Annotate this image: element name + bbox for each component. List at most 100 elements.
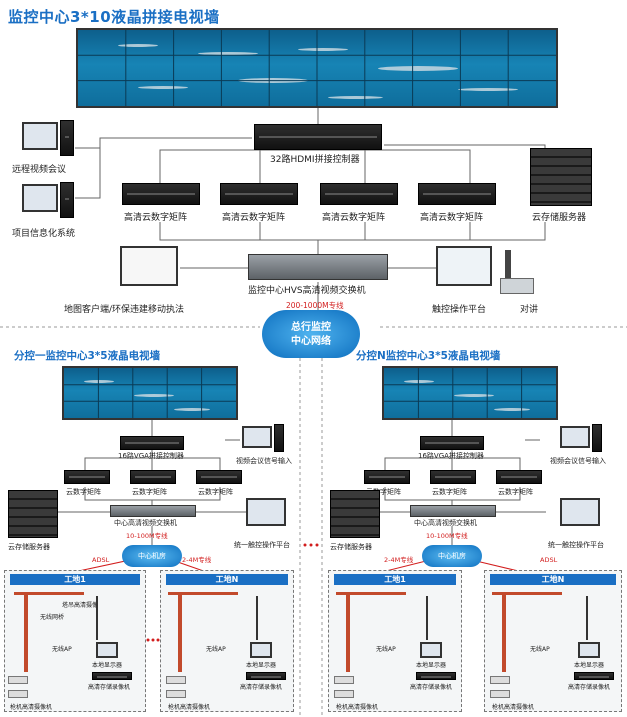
right-branch-title: 分控N监控中心3*5液晶电视墙 [356,350,501,362]
matrix-device [220,183,298,205]
left-platform-label: 统一触控操作平台 [234,541,290,549]
local-display-icon [250,642,272,658]
touch-platform-label: 触控操作平台 [432,305,487,315]
right-cloud-label: 中心机房 [438,552,466,560]
right-bandwidth-label: 10-100M专线 [426,532,468,540]
main-bandwidth-label: 200-1000M专线 [286,301,344,310]
matrix-label: 高清云数字矩阵 [322,213,386,223]
matrix-device [364,470,410,484]
pc-tower-icon [60,120,74,156]
matrix-device [130,470,176,484]
site-item-label: 高清存储录像机 [410,684,453,691]
site-item-label: 枪机高清摄像机 [168,704,211,711]
local-display-icon [420,642,442,658]
site-item-label: 塔吊高清摄像 [62,602,99,609]
touch-platform-monitor-icon [560,498,600,526]
right-video-conf-input-label: 视频会议信号输入 [550,457,606,465]
site-item-label: 高清存储录像机 [568,684,611,691]
site-item-label: 枪机高清摄像机 [336,704,379,711]
crane-arm-icon [14,592,84,595]
site-item-label: 本地显示器 [574,662,605,669]
cloud-storage-label: 云存储服务器 [532,213,587,223]
tower-crane-icon [24,592,28,672]
left-adsl-label: ADSL [92,556,110,564]
antenna-tower-icon [586,596,588,640]
gun-camera-icon [8,676,28,684]
map-client-label: 地图客户端/环保违建移动执法 [64,305,185,315]
matrix-device [122,183,200,205]
local-display-icon [578,642,600,658]
site-item-label: 无线AP [52,646,72,653]
remote-video-conf-label: 远程视频会议 [12,165,67,175]
network-cloud-line1: 总行监控 [291,322,331,333]
left-cloud-label: 中心机房 [138,552,166,560]
left-storage-label: 云存储服务器 [8,543,50,551]
crane-arm-icon [336,592,406,595]
right-line2-label: 2-4M专线 [384,556,414,564]
map-client-monitor-icon [120,246,178,286]
matrix-device [320,183,398,205]
recorder-device-icon [246,672,286,680]
right-platform-label: 统一触控操作平台 [548,541,604,549]
site-item-label: 无线AP [206,646,226,653]
site-item-label: 本地显示器 [416,662,447,669]
network-cloud-line2: 中心网络 [291,336,331,347]
matrix-label: 高清云数字矩阵 [420,213,484,223]
intercom-label: 对讲 [520,305,539,315]
page-title: 监控中心3*10液晶拼接电视墙 [8,8,220,26]
center-room-cloud-icon [422,545,482,567]
pc-tower-icon [60,182,74,218]
touch-platform-monitor-icon [436,246,492,286]
matrix-label: 云数字矩阵 [198,488,233,496]
site-item-label: 无线网桥 [40,614,65,621]
gun-camera-icon [8,690,28,698]
right-storage-label: 云存储服务器 [330,543,372,551]
left-bandwidth-label: 10-100M专线 [126,532,168,540]
recorder-device-icon [92,672,132,680]
site-item-label: 高清存储录像机 [240,684,283,691]
gun-camera-icon [490,676,510,684]
site-item-label: 枪机高清摄像机 [10,704,53,711]
left-switch-device [110,505,196,517]
left-branch-video-wall [62,366,238,420]
matrix-device [496,470,542,484]
intercom-base-icon [500,278,534,294]
gun-camera-icon [166,676,186,684]
pc-monitor-icon [560,426,590,448]
pc-monitor-icon [242,426,272,448]
right-controller-device [420,436,484,450]
left-line2-label: 2-4M专线 [182,556,212,564]
matrix-device [64,470,110,484]
touch-platform-monitor-icon [246,498,286,526]
splice-controller-device [254,124,382,150]
matrix-device [430,470,476,484]
cloud-storage-server-icon [8,490,58,538]
site-label: 工地1 [10,574,140,585]
site-item-label: 枪机高清摄像机 [492,704,535,711]
tower-crane-icon [502,592,506,672]
pc-tower-icon [274,424,284,452]
hvs-switch-label: 监控中心HVS高清视频交换机 [248,286,366,296]
project-info-system-label: 项目信息化系统 [12,229,76,239]
matrix-label: 云数字矩阵 [432,488,467,496]
matrix-device [196,470,242,484]
recorder-device-icon [416,672,456,680]
matrix-label: 云数字矩阵 [132,488,167,496]
gun-camera-icon [166,690,186,698]
right-controller-label: 16路VGA拼接控制器 [418,452,484,460]
tower-crane-icon [178,592,182,672]
matrix-label: 云数字矩阵 [366,488,401,496]
site-label: 工地1 [334,574,456,585]
hvs-switch-device [248,254,388,280]
pc-monitor-icon [22,184,58,212]
splice-controller-label: 32路HDMI拼接控制器 [270,155,360,165]
antenna-tower-icon [426,596,428,640]
recorder-device-icon [574,672,614,680]
right-switch-label: 中心高清视频交换机 [414,519,477,527]
matrix-label: 高清云数字矩阵 [124,213,188,223]
left-branch-title: 分控一监控中心3*5液晶电视墙 [14,350,161,362]
tower-crane-icon [346,592,350,672]
pc-monitor-icon [22,122,58,150]
cloud-storage-server-icon [530,148,592,206]
antenna-tower-icon [256,596,258,640]
